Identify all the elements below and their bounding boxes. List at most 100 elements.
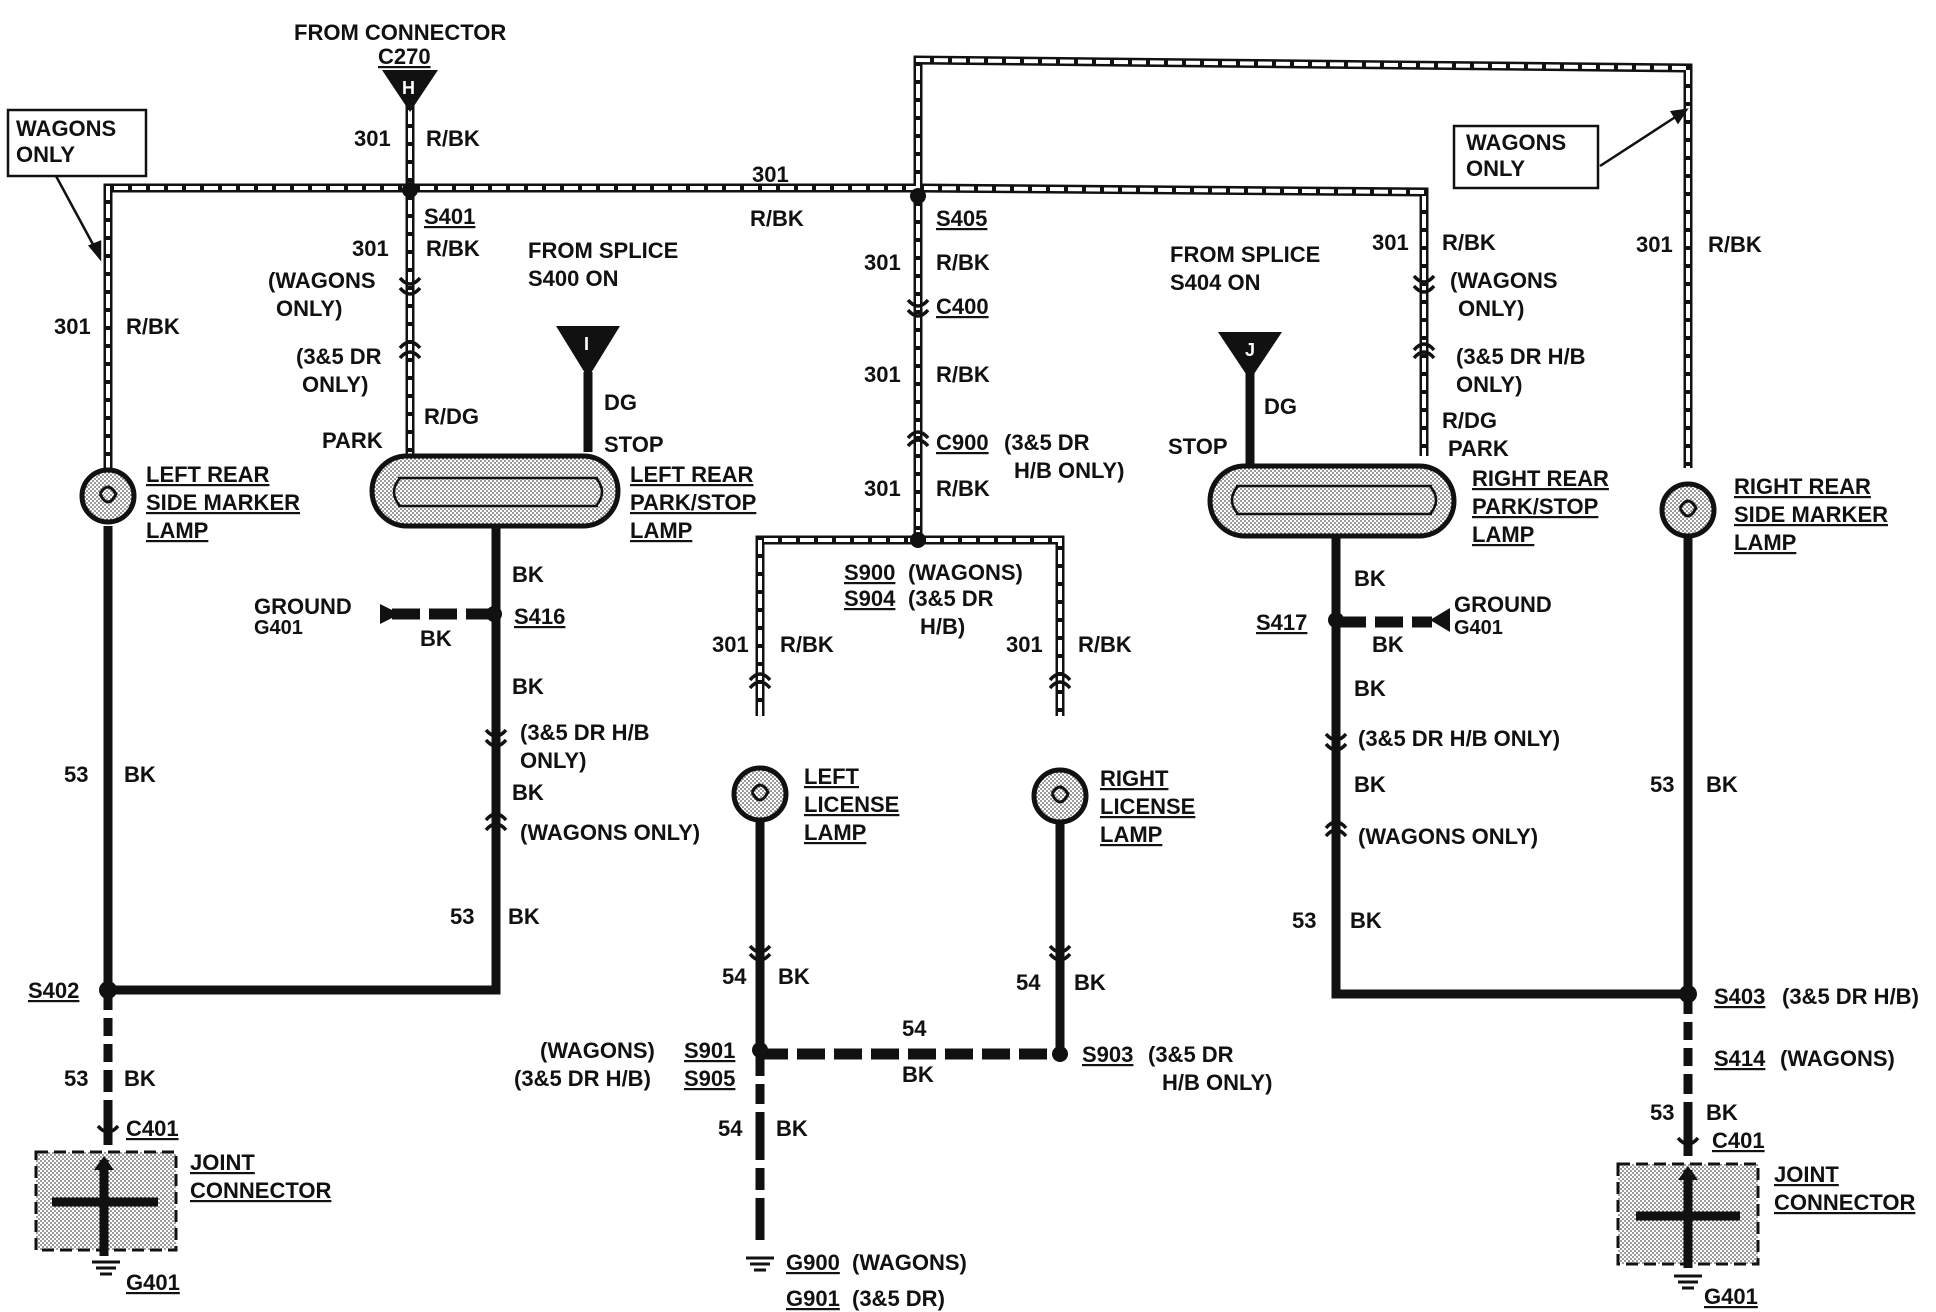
g901-note: (3&5 DR) <box>852 1286 945 1311</box>
s904-note-l1: (3&5 DR <box>908 586 994 611</box>
left-license-line2: LICENSE <box>804 792 899 817</box>
wire-301-rl: 301 <box>1006 632 1043 657</box>
wagons-only-box-left-line2: ONLY <box>16 142 75 167</box>
right-side-marker-line3: LAMP <box>1734 530 1796 555</box>
splice-s401-dot <box>402 182 418 198</box>
g900-note: (WAGONS) <box>852 1250 967 1275</box>
splice-s416-dot <box>486 606 502 622</box>
ground-right-label: GROUND <box>1454 592 1552 617</box>
wire-bk-right-b: BK <box>1706 1100 1738 1125</box>
wagons-only-box-left-line1: WAGONS <box>16 116 116 141</box>
c400-label: C400 <box>936 294 989 319</box>
splice-s402-dot <box>99 981 117 999</box>
wire-rdg-right: R/DG <box>1442 408 1497 433</box>
wire-301-left: 301 <box>54 314 91 339</box>
left-side-marker-line1: LEFT REAR <box>146 462 270 487</box>
wire-rbk-left: R/BK <box>126 314 180 339</box>
s903-note-l1: (3&5 DR <box>1148 1042 1234 1067</box>
splice-s901-label: S901 <box>684 1038 735 1063</box>
wire-301-e: 301 <box>1636 232 1673 257</box>
wire-bk-ground-right: BK <box>1372 632 1404 657</box>
wagons-only-box-right <box>1452 124 1600 190</box>
right-park-stop-line2: PARK/STOP <box>1472 494 1598 519</box>
dr35-hb-only-r2: ONLY) <box>1456 372 1522 397</box>
wire-bk-mid-right: BK <box>1354 772 1386 797</box>
wagons-only-left-single: (WAGONS ONLY) <box>520 820 700 845</box>
left-license-line3: LAMP <box>804 820 866 845</box>
wagons-only-box-right-line2: ONLY <box>1466 156 1525 181</box>
splice-s405-dot <box>910 188 926 204</box>
ground-arrow-right-icon <box>1430 608 1450 632</box>
g401-ground-right: G401 <box>1454 617 1503 639</box>
s905-note: (3&5 DR H/B) <box>514 1066 651 1091</box>
dr35-hb-left-l2: ONLY) <box>520 748 586 773</box>
wire-bk-left-b: BK <box>124 1066 156 1091</box>
splice-s904-label: S904 <box>844 586 896 611</box>
wire-301-bus: 301 <box>752 162 789 187</box>
wire-bk-53-left: BK <box>508 904 540 929</box>
splice-s401-label: S401 <box>424 204 475 229</box>
wire-301-c1: 301 <box>864 250 901 275</box>
stop-right-label: STOP <box>1168 434 1228 459</box>
from-splice-s404-l1: FROM SPLICE <box>1170 242 1320 267</box>
s901-note: (WAGONS) <box>540 1038 655 1063</box>
lamp-left-side-marker <box>79 467 137 525</box>
ground-arrow-left-icon <box>380 604 400 624</box>
left-park-stop-line3: LAMP <box>630 518 692 543</box>
wire-rbk-rl: R/BK <box>1078 632 1132 657</box>
lamp-right-license <box>1031 767 1089 825</box>
splice-s417-dot <box>1328 612 1344 628</box>
s403-note: (3&5 DR H/B) <box>1782 984 1919 1009</box>
wire-bk-ground-left: BK <box>420 626 452 651</box>
wire-bk-s417-top: BK <box>1354 566 1386 591</box>
left-license-line1: LEFT <box>804 764 860 789</box>
from-connector-label: FROM CONNECTOR <box>294 20 506 45</box>
wire-bk-s416-top: BK <box>512 562 544 587</box>
c401-right-label: C401 <box>1712 1128 1765 1153</box>
g401-ground-left: G401 <box>254 617 303 639</box>
connector-j-icon <box>1218 332 1282 380</box>
right-license-line2: LICENSE <box>1100 794 1195 819</box>
wagons-only-paren-r2: ONLY) <box>1458 296 1524 321</box>
wire-rdg-left: R/DG <box>424 404 479 429</box>
joint-connector-right-line1: JOINT <box>1774 1162 1839 1187</box>
dr35-only-l1: (3&5 DR <box>296 344 382 369</box>
wire-dg-right: DG <box>1264 394 1297 419</box>
wire-rbk-c3: R/BK <box>936 476 990 501</box>
wire-301-b: 301 <box>352 236 389 261</box>
joint-connector-left <box>34 1150 178 1256</box>
wire-301-c3: 301 <box>864 476 901 501</box>
wire-rbk-c2: R/BK <box>936 362 990 387</box>
right-park-stop-line1: RIGHT REAR <box>1472 466 1609 491</box>
park-right-label: PARK <box>1448 436 1509 461</box>
wire-54-rl: 54 <box>1016 970 1041 995</box>
s900-note: (WAGONS) <box>908 560 1023 585</box>
stop-left-label: STOP <box>604 432 664 457</box>
wagons-only-box-right-line1: WAGONS <box>1466 130 1566 155</box>
dr35-hb-left-l1: (3&5 DR H/B <box>520 720 650 745</box>
connector-i-icon <box>556 326 620 378</box>
connector-triangles <box>380 70 1450 632</box>
left-park-stop-line1: LEFT REAR <box>630 462 754 487</box>
wire-rbk-a: R/BK <box>426 126 480 151</box>
lamp-left-license <box>731 765 789 823</box>
from-splice-s400-l2: S400 ON <box>528 266 619 291</box>
wire-bk-bus: BK <box>902 1062 934 1087</box>
left-park-stop-line2: PARK/STOP <box>630 490 756 515</box>
c900-note-l1: (3&5 DR <box>1004 430 1090 455</box>
splice-s900-label: S900 <box>844 560 895 585</box>
wire-bk-right: BK <box>1706 772 1738 797</box>
wire-301-a: 301 <box>354 126 391 151</box>
right-park-stop-line3: LAMP <box>1472 522 1534 547</box>
wire-rbk-bus: R/BK <box>750 206 804 231</box>
splice-s901-dot <box>752 1042 768 1058</box>
lamp-right-park-stop <box>1207 463 1457 539</box>
connector-i-letter: I <box>584 334 589 354</box>
left-side-marker-line3: LAMP <box>146 518 208 543</box>
wire-bk-s416-bottom: BK <box>512 674 544 699</box>
dr35-hb-only-r1: (3&5 DR H/B <box>1456 344 1586 369</box>
wire-53-left-b: 53 <box>64 1066 88 1091</box>
wire-301-c2: 301 <box>864 362 901 387</box>
wagons-only-paren-l2: ONLY) <box>276 296 342 321</box>
joint-connector-left-line2: CONNECTOR <box>190 1178 331 1203</box>
